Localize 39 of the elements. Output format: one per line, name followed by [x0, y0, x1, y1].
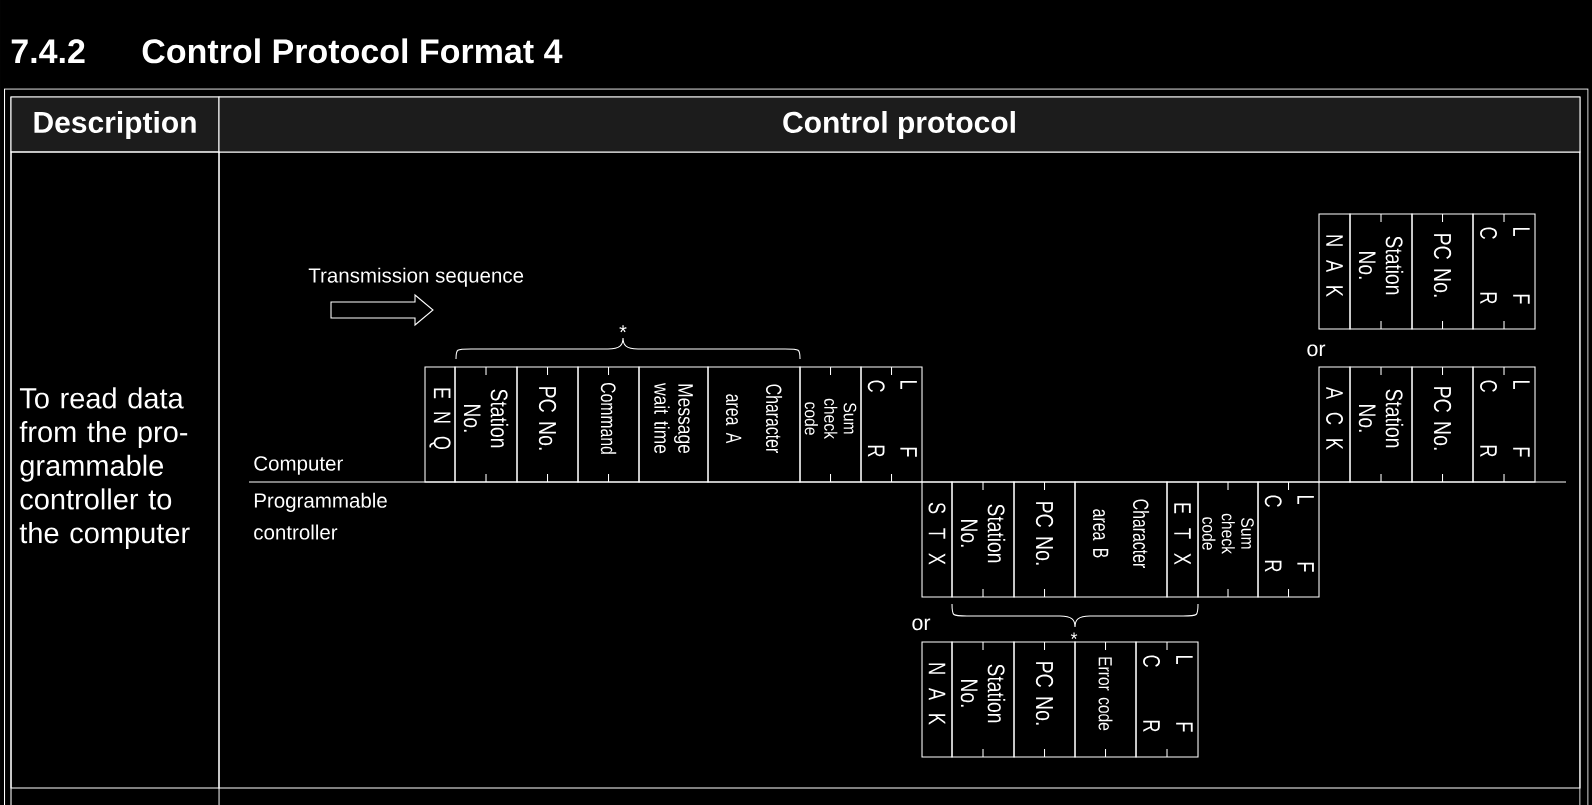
field-box: Station No. [951, 481, 1015, 598]
field-box: N A K [1318, 213, 1351, 330]
field-box: C R L F [1472, 366, 1536, 483]
field-box: PC No. [1013, 481, 1076, 598]
field-box: PC No. [1411, 213, 1474, 330]
field-box: Station No. [1349, 213, 1413, 330]
field-box: Sum check code [1197, 481, 1259, 598]
field-box: Message wait time [638, 366, 709, 483]
heading: Control Protocol Format 4 [142, 38, 563, 64]
field-box: PC No. [1411, 366, 1474, 483]
field-box: Character area A [707, 366, 801, 483]
field-box: Sum check code [799, 366, 862, 483]
field-box: E N Q [424, 366, 456, 483]
asterisk: * [1070, 632, 1078, 639]
field-box: C R L F [1135, 641, 1199, 758]
lane-label: Programmable controller [254, 492, 387, 540]
field-box: E T X [1166, 481, 1199, 598]
field-box: Error code [1074, 641, 1137, 758]
field-box: C R L F [1472, 213, 1536, 330]
field-box: C R L F [860, 366, 923, 483]
table-header-cell: Description [10, 96, 220, 153]
arrow-label: Transmission sequence [308, 267, 524, 287]
field-box: PC No. [516, 366, 579, 483]
field-box: N A K [921, 641, 953, 758]
field-box: Command [577, 366, 640, 483]
lane-label: Computer [254, 456, 343, 475]
field-box: PC No. [1013, 641, 1076, 758]
field-box: S T X [921, 481, 953, 598]
text-label: or [1307, 344, 1326, 357]
text-label: or [912, 618, 931, 631]
field-box: Station No. [951, 641, 1015, 758]
field-box: Character area B [1074, 481, 1168, 598]
table-cell: To read data from the pro- grammable controller to the computer [10, 151, 220, 789]
field-box: A C K [1318, 366, 1351, 483]
field-box: Station No. [454, 366, 518, 483]
field-box: Station No. [1349, 366, 1413, 483]
section-number: 7.4.2 [11, 39, 85, 63]
asterisk: * [619, 325, 627, 333]
field-box: C R L F [1257, 481, 1320, 598]
